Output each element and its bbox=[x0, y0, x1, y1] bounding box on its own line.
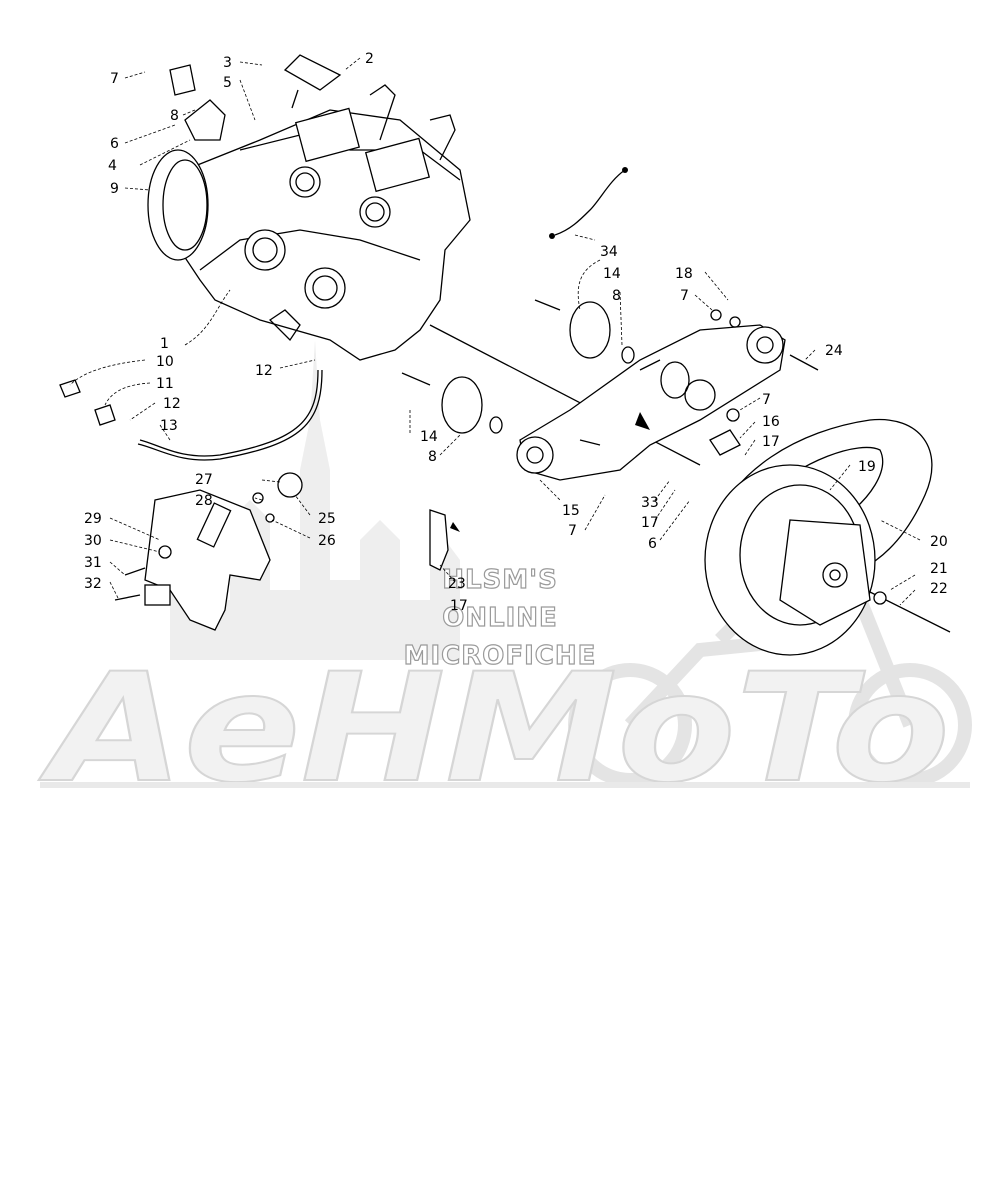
chaincase-plate bbox=[519, 324, 786, 481]
bracket-23 bbox=[429, 509, 449, 571]
callout-22: 22 bbox=[930, 581, 948, 597]
callout-33: 33 bbox=[641, 495, 659, 511]
callout-14-top: 14 bbox=[603, 266, 621, 282]
callout-34: 34 bbox=[600, 244, 618, 260]
drive-clutch-assembly bbox=[704, 418, 951, 656]
castle-silhouette bbox=[170, 340, 460, 660]
callout-3: 3 bbox=[223, 55, 232, 71]
callout-17-bottom: 17 bbox=[450, 598, 468, 614]
engine-mount-bracket bbox=[184, 99, 226, 141]
callout-17-right: 17 bbox=[762, 434, 780, 450]
bracket-assembly bbox=[144, 489, 271, 631]
leader-lines bbox=[69, 57, 921, 606]
callout-16: 16 bbox=[762, 414, 780, 430]
callout-7-right: 7 bbox=[680, 288, 689, 304]
callout-19: 19 bbox=[858, 459, 876, 475]
callout-7-mid: 7 bbox=[762, 392, 771, 408]
callout-28: 28 bbox=[195, 493, 213, 509]
callout-13: 13 bbox=[160, 418, 178, 434]
callout-8-mid: 8 bbox=[612, 288, 621, 304]
callout-6-bottom: 6 bbox=[648, 536, 657, 552]
engine-assembly bbox=[147, 54, 471, 361]
watermark-line-1: HLSM'S bbox=[442, 565, 558, 595]
starter-handle bbox=[283, 54, 342, 91]
callout-5: 5 bbox=[223, 75, 232, 91]
callout-18: 18 bbox=[675, 266, 693, 282]
callout-25: 25 bbox=[318, 511, 336, 527]
callout-7-top: 7 bbox=[110, 71, 119, 87]
callout-17-mid: 17 bbox=[641, 515, 659, 531]
intake-port-3 bbox=[289, 166, 321, 198]
callout-23: 23 bbox=[448, 576, 466, 592]
callout-2: 2 bbox=[365, 51, 374, 67]
callout-8-bottom: 8 bbox=[428, 449, 437, 465]
callout-4: 4 bbox=[108, 158, 117, 174]
intake-port-1 bbox=[244, 229, 286, 271]
callout-12-left: 12 bbox=[163, 396, 181, 412]
flywheel-cover bbox=[147, 149, 209, 261]
callout-6-top: 6 bbox=[110, 136, 119, 152]
drive-belt bbox=[708, 418, 933, 571]
callout-24: 24 bbox=[825, 343, 843, 359]
callout-labels: 1 2 3 4 5 6 7 8 9 10 11 12 12 13 14 8 14… bbox=[84, 51, 948, 614]
brand-underline bbox=[40, 782, 970, 788]
watermark-line-3: MICROFICHE bbox=[404, 641, 597, 671]
callout-30: 30 bbox=[84, 533, 102, 549]
callout-8-top: 8 bbox=[170, 108, 179, 124]
callout-1: 1 bbox=[160, 336, 169, 352]
callout-32: 32 bbox=[84, 576, 102, 592]
callout-27: 27 bbox=[195, 472, 213, 488]
intake-port-2 bbox=[304, 267, 346, 309]
callout-7-bottom: 7 bbox=[568, 523, 577, 539]
callout-14-bottom: 14 bbox=[420, 429, 438, 445]
callout-26: 26 bbox=[318, 533, 336, 549]
callout-9: 9 bbox=[110, 181, 119, 197]
callout-15: 15 bbox=[562, 503, 580, 519]
callout-21: 21 bbox=[930, 561, 948, 577]
callout-31: 31 bbox=[84, 555, 102, 571]
callout-12-mid: 12 bbox=[255, 363, 273, 379]
callout-10: 10 bbox=[156, 354, 174, 370]
wire-harness bbox=[554, 169, 626, 236]
callout-20: 20 bbox=[930, 534, 948, 550]
callout-11: 11 bbox=[156, 376, 174, 392]
watermark-line-2: ONLINE bbox=[442, 603, 558, 633]
callout-29: 29 bbox=[84, 511, 102, 527]
intake-port-4 bbox=[359, 196, 391, 228]
throttle-cable bbox=[139, 369, 319, 457]
bracket-16 bbox=[709, 429, 741, 456]
